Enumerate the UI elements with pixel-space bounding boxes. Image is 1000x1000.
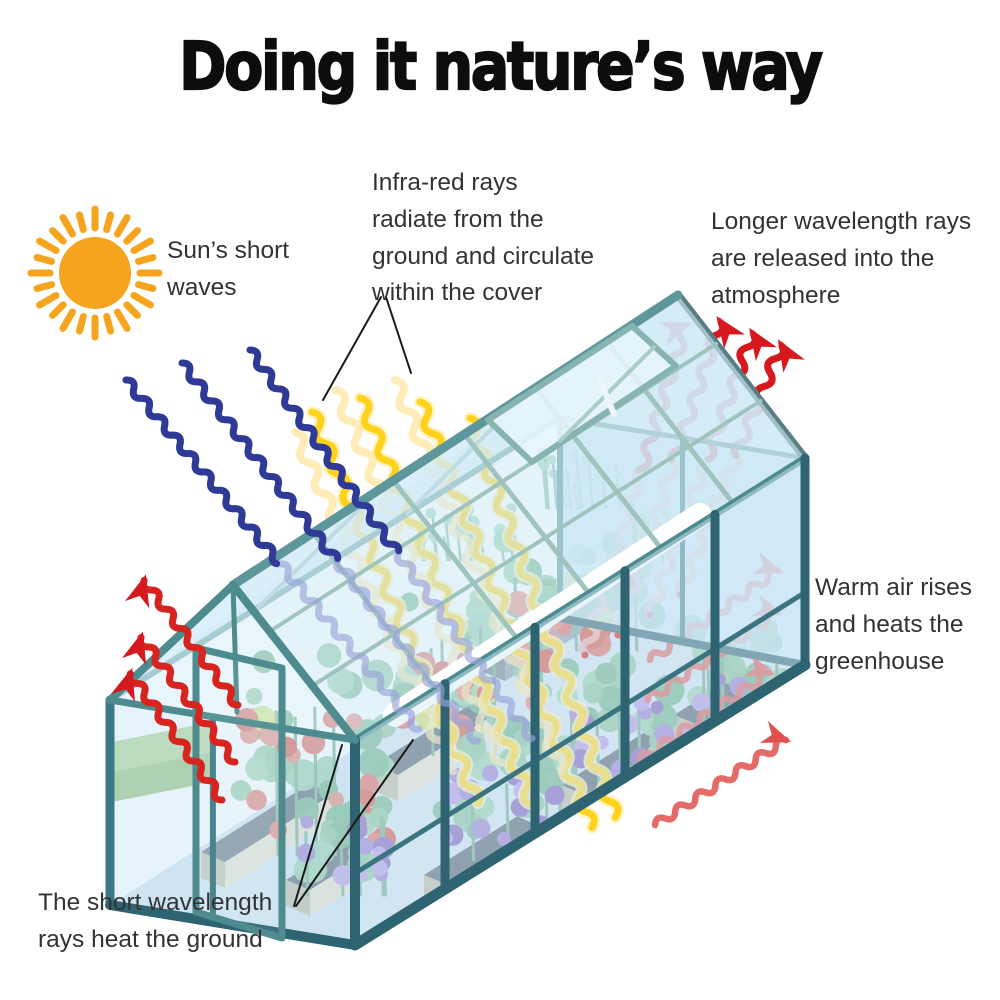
label-short-wavelength: The short wavelength rays heat the groun… <box>38 889 273 953</box>
label-warm-air: Warm air rises and heats the greenhouse <box>815 574 972 675</box>
label-suns-short-waves: Sun’s short waves <box>167 237 290 301</box>
greenhouse-frame <box>105 290 811 951</box>
blue-wave-arrows <box>122 346 536 745</box>
sun-icon <box>27 205 163 341</box>
label-infrared-rays: Infra-red rays radiate from the ground a… <box>372 169 595 307</box>
page-title: Doing it nature’s way <box>178 27 823 106</box>
leader-lines <box>293 296 414 907</box>
red-left-arrows <box>110 574 242 804</box>
label-longer-wavelength: Longer wavelength rays are released into… <box>711 208 972 309</box>
